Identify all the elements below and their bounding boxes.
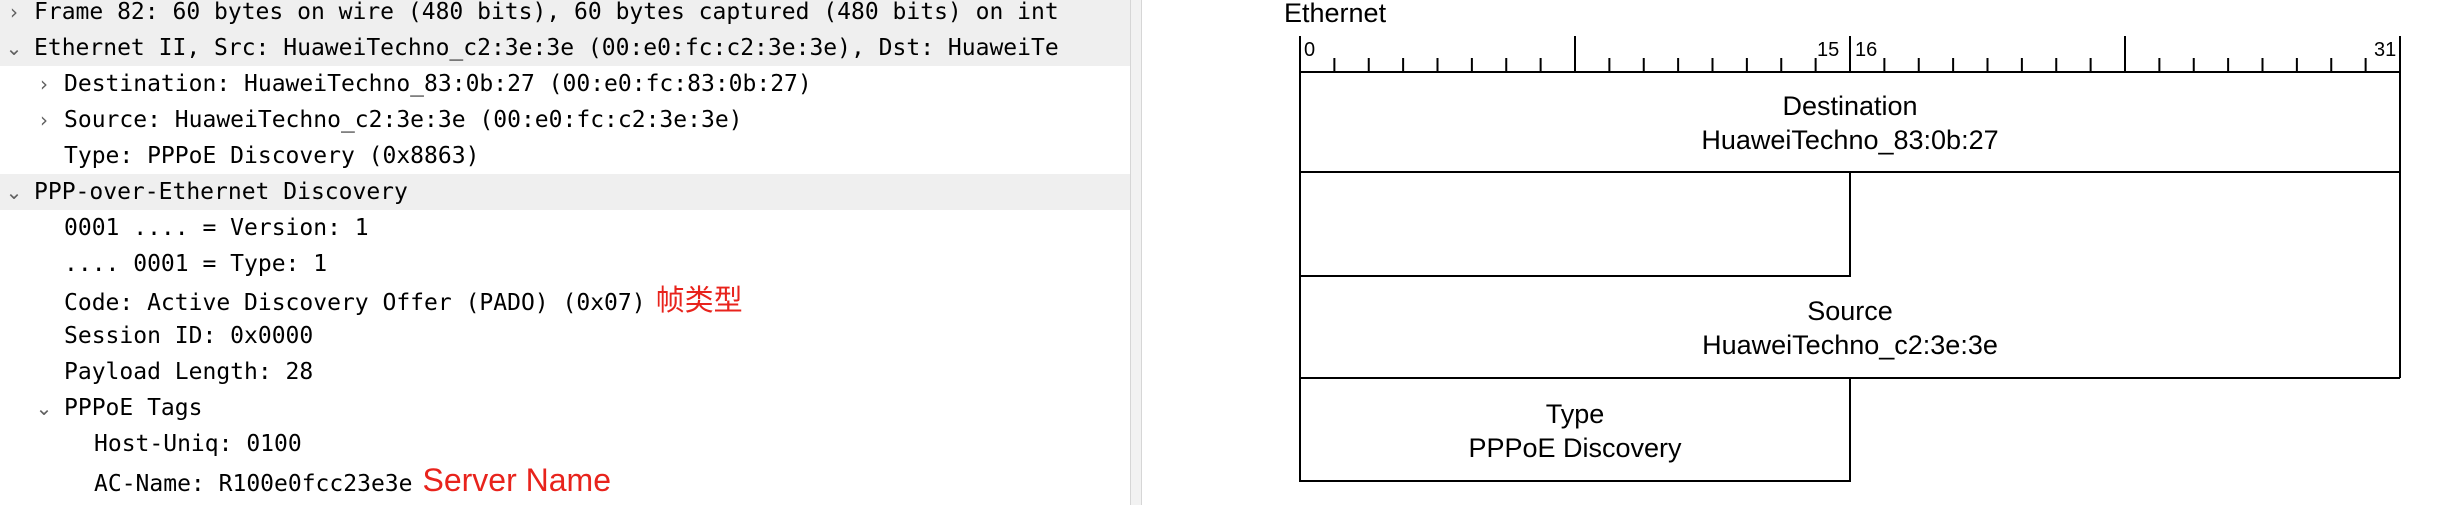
bit-label-31: 31	[2374, 39, 2396, 61]
chevron-down-icon[interactable]: ⌄	[5, 180, 23, 204]
tree-row-label: Payload Length: 28	[64, 359, 314, 385]
tree-row-source[interactable]: › Source: HuaweiTechno_c2:3e:3e (00:e0:f…	[0, 102, 1130, 138]
tree-row-label: Ethernet II, Src: HuaweiTechno_c2:3e:3e …	[34, 35, 1059, 61]
field-destination-label: Destination HuaweiTechno_83:0b:27	[1300, 89, 2400, 157]
pane-splitter[interactable]	[1130, 0, 1142, 505]
chevron-right-icon[interactable]: ›	[40, 108, 48, 132]
tree-row-label: .... 0001 = Type: 1	[64, 251, 328, 277]
chevron-right-icon[interactable]: ›	[40, 72, 48, 96]
bit-ruler-minor-ticks	[1333, 36, 2367, 72]
field-source-label: Source HuaweiTechno_c2:3e:3e	[1300, 294, 2400, 362]
tree-row-label: Type: PPPoE Discovery (0x8863)	[64, 143, 480, 169]
diagram-canvas: 0 15 16 31	[1299, 36, 2401, 482]
packet-details-tree: › Frame 82: 60 bytes on wire (480 bits),…	[0, 0, 1130, 505]
chevron-right-icon[interactable]: ›	[10, 0, 18, 24]
tree-row-label: Session ID: 0x0000	[64, 323, 314, 349]
tree-row-version[interactable]: 0001 .... = Version: 1	[0, 210, 1130, 246]
diagram-title: Ethernet	[1284, 0, 1387, 28]
annotation-server-name: Server Name	[422, 462, 612, 498]
field-destination-tail	[1299, 172, 1851, 277]
bit-label-start: 0	[1304, 39, 1315, 61]
field-type-name: Type	[1545, 399, 1605, 429]
tree-row-destination[interactable]: › Destination: HuaweiTechno_83:0b:27 (00…	[0, 66, 1130, 102]
chevron-down-icon[interactable]: ⌄	[35, 396, 53, 420]
tree-row-label: Source: HuaweiTechno_c2:3e:3e (00:e0:fc:…	[64, 107, 743, 133]
field-type-value: PPPoE Discovery	[1468, 433, 1682, 463]
tree-row-label: Destination: HuaweiTechno_83:0b:27 (00:e…	[64, 71, 812, 97]
tree-row-ethernet[interactable]: ⌄ Ethernet II, Src: HuaweiTechno_c2:3e:3…	[0, 30, 1130, 66]
bit-label-15: 15	[1817, 39, 1839, 61]
tree-row-label: 0001 .... = Version: 1	[64, 215, 369, 241]
chevron-down-icon[interactable]: ⌄	[5, 36, 23, 60]
tree-row-code[interactable]: Code: Active Discovery Offer (PADO) (0x0…	[0, 282, 1130, 318]
tree-row-label: Frame 82: 60 bytes on wire (480 bits), 6…	[34, 0, 1059, 25]
annotation-frame-type: 帧类型	[655, 283, 743, 317]
packet-diagram: Ethernet 0 15 16 31 Destination	[1142, 0, 2443, 505]
tree-row-pppoe-tags[interactable]: ⌄ PPPoE Tags	[0, 390, 1130, 426]
tree-row-ac-name[interactable]: AC-Name: R100e0fcc23e3e Server Name	[0, 462, 1130, 498]
field-source-name: Source	[1807, 296, 1893, 326]
tree-row-payload-length[interactable]: Payload Length: 28	[0, 354, 1130, 390]
tree-row-pppoed[interactable]: ⌄ PPP-over-Ethernet Discovery	[0, 174, 1130, 210]
tree-row-label: PPP-over-Ethernet Discovery	[34, 179, 408, 205]
field-destination-value: HuaweiTechno_83:0b:27	[1701, 125, 1999, 155]
field-source-head	[1850, 171, 2401, 378]
tree-row-session-id[interactable]: Session ID: 0x0000	[0, 318, 1130, 354]
field-type-box	[1299, 378, 1851, 482]
tree-row-label: Code: Active Discovery Offer (PADO) (0x0…	[64, 290, 646, 316]
tree-row-host-uniq[interactable]: Host-Uniq: 0100	[0, 426, 1130, 462]
field-type-label: Type PPPoE Discovery	[1300, 397, 1850, 465]
tree-row-ptype[interactable]: .... 0001 = Type: 1	[0, 246, 1130, 282]
field-destination-name: Destination	[1782, 91, 1918, 121]
field-source-value: HuaweiTechno_c2:3e:3e	[1702, 330, 1998, 360]
tree-row-frame[interactable]: › Frame 82: 60 bytes on wire (480 bits),…	[0, 0, 1130, 30]
tree-row-type[interactable]: Type: PPPoE Discovery (0x8863)	[0, 138, 1130, 174]
tree-row-label: AC-Name: R100e0fcc23e3e	[94, 471, 413, 497]
tree-row-label: Host-Uniq: 0100	[94, 431, 302, 457]
tree-row-label: PPPoE Tags	[64, 395, 203, 421]
bit-label-16: 16	[1855, 39, 1877, 61]
